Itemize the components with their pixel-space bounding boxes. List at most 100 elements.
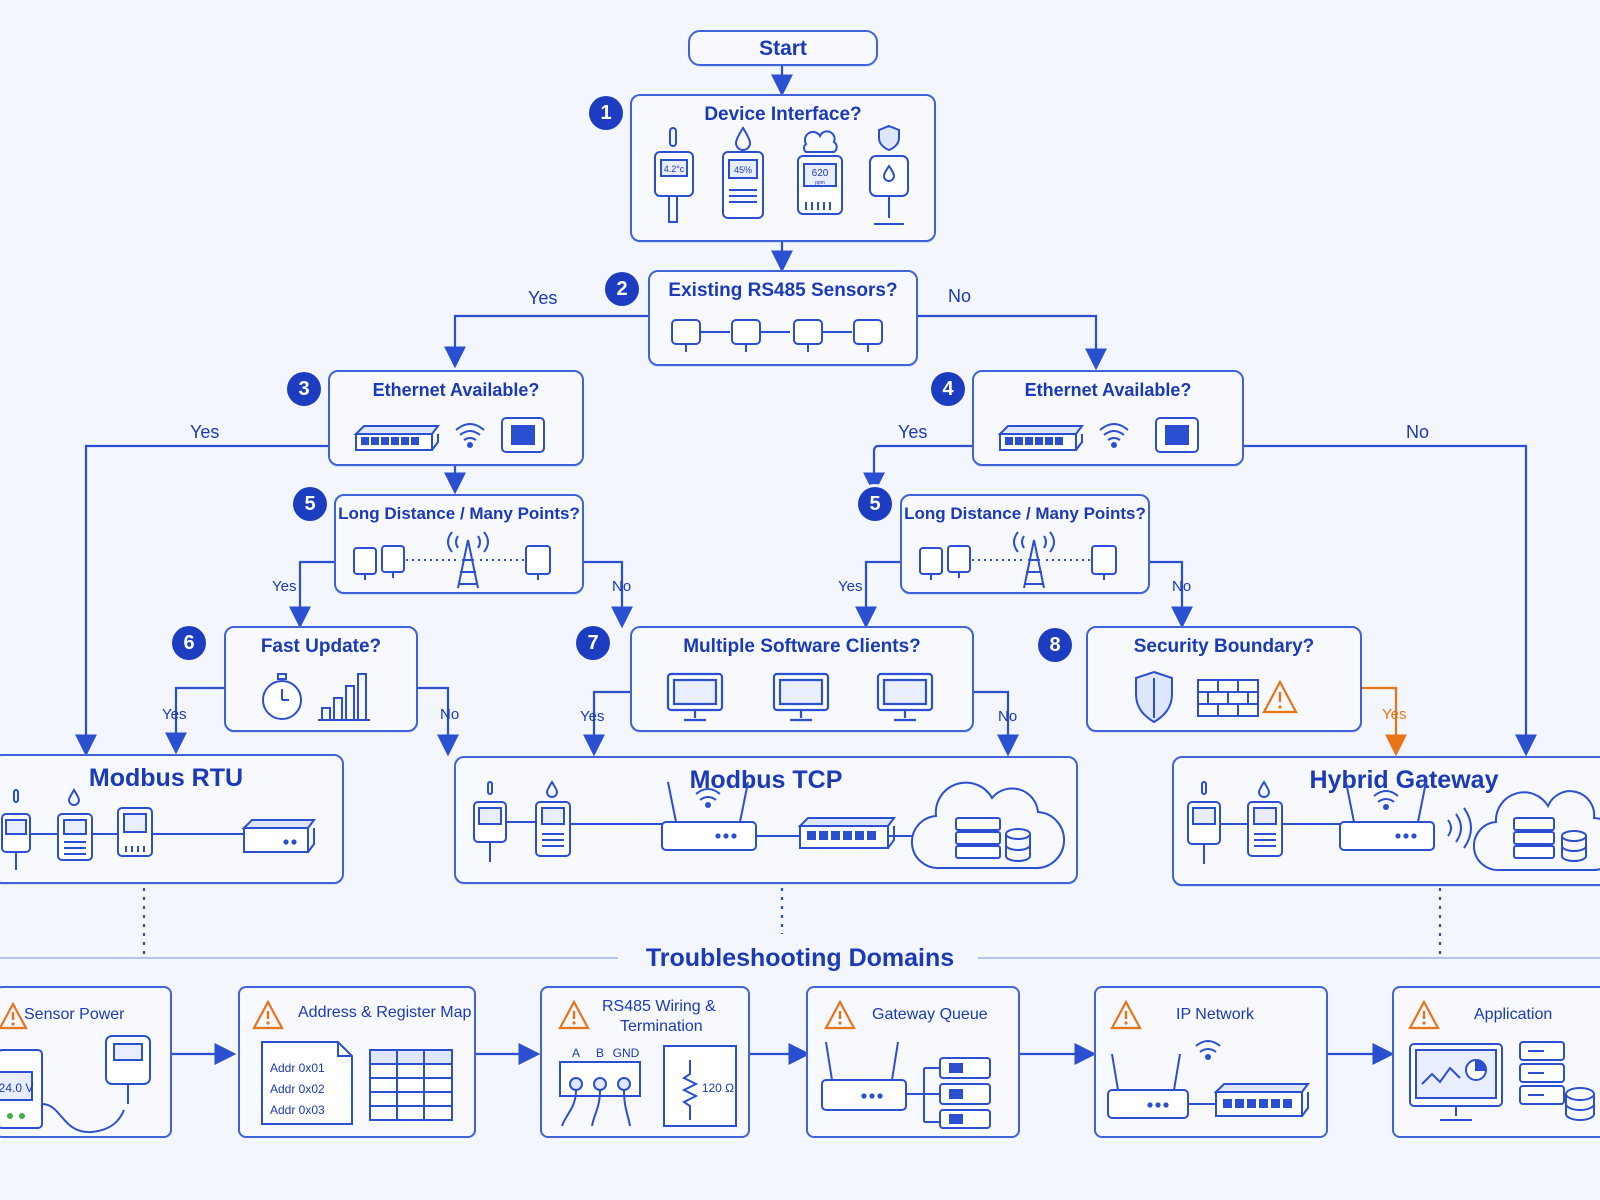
voltage-reading: 24.0 V (0, 1081, 33, 1095)
start-node: Start (688, 30, 878, 66)
warning-icon (252, 999, 284, 1030)
fast-update-node: Fast Update? (224, 626, 418, 732)
monitors-icon (666, 672, 934, 722)
long-distance-right-title: Long Distance / Many Points? (904, 504, 1146, 523)
q3-yes-label: Yes (190, 422, 220, 442)
ethernet-available-left-node: Ethernet Available? (328, 370, 584, 466)
power-supply-icon: 24.0 V (0, 1035, 151, 1134)
domain-address-register-map: Address & Register Map Addr 0x01 Addr 0x… (238, 986, 476, 1138)
step-badge-5b: 5 (858, 487, 892, 521)
switch-wifi-port-icon (353, 417, 545, 453)
q6-no-label: No (440, 706, 460, 723)
fast-update-title: Fast Update? (260, 636, 382, 657)
modbus-rtu-result: Modbus RTU (0, 754, 344, 884)
ethernet-available-right-node: Ethernet Available? (972, 370, 1244, 466)
domain-rs485-wiring-title: RS485 Wiring & (602, 998, 716, 1015)
domain-ip-network-title: IP Network (1176, 1006, 1254, 1023)
ethernet-available-left-title: Ethernet Available? (372, 380, 540, 400)
step-badge-6: 6 (172, 626, 206, 660)
stopwatch-chart-icon (262, 673, 370, 721)
resistor-value: 120 Ω (702, 1081, 734, 1095)
terminal-gnd: GND (613, 1046, 640, 1060)
q4-yes-label: Yes (898, 422, 928, 442)
step-badge-8: 8 (1038, 628, 1072, 662)
security-boundary-title: Security Boundary? (1133, 636, 1315, 657)
gateway-queue-icon (821, 1041, 991, 1129)
modbus-rtu-title: Modbus RTU (88, 764, 244, 792)
domain-sensor-power: Sensor Power 24.0 V (0, 986, 172, 1138)
q2-yes-label: Yes (528, 288, 558, 308)
humidity-reading: 45% (734, 165, 752, 175)
step-badge-2: 2 (605, 272, 639, 306)
q8-yes-label: Yes (1382, 706, 1407, 723)
rtu-devices-icon (1, 788, 316, 870)
q2-no-label: No (948, 286, 972, 306)
domain-address-register-map-title: Address & Register Map (298, 1004, 472, 1021)
q7-yes-label: Yes (580, 708, 605, 725)
existing-rs485-title: Existing RS485 Sensors? (668, 280, 898, 301)
q5b-no-label: No (1172, 578, 1192, 595)
start-label: Start (759, 37, 807, 60)
co2-reading: 620 (812, 168, 829, 179)
water-leak-sensor-icon (869, 124, 909, 225)
shield-firewall-warning-icon (1135, 670, 1298, 724)
q7-no-label: No (998, 708, 1018, 725)
step-badge-5a: 5 (293, 487, 327, 521)
co2-sensor-icon: 620 ppm (797, 130, 843, 215)
long-distance-left-node: Long Distance / Many Points? (334, 494, 584, 594)
q5b-yes-label: Yes (838, 578, 863, 595)
hybrid-gateway-title: Hybrid Gateway (1309, 766, 1499, 794)
domain-rs485-termination-title: Termination (620, 1018, 703, 1035)
domain-application: Application (1392, 986, 1600, 1138)
temperature-sensor-icon: 4.2°c (654, 127, 694, 223)
tcp-network-icon (473, 780, 1065, 870)
troubleshooting-title: Troubleshooting Domains (0, 944, 1600, 973)
ethernet-available-right-title: Ethernet Available? (1024, 380, 1192, 400)
domain-ip-network: IP Network (1094, 986, 1328, 1138)
long-distance-tower-icon (353, 531, 551, 589)
domain-application-title: Application (1474, 1006, 1553, 1023)
terminal-b: B (596, 1046, 604, 1060)
hybrid-network-icon (1187, 780, 1600, 872)
warning-icon (0, 1001, 28, 1030)
multiple-clients-node: Multiple Software Clients? (630, 626, 974, 732)
security-boundary-node: Security Boundary? (1086, 626, 1362, 732)
switch-wifi-port-icon (997, 417, 1199, 453)
q5a-yes-label: Yes (272, 578, 297, 595)
terminal-block-icon: A B GND 120 Ω (559, 1045, 737, 1127)
device-interface-node: Device Interface? 4.2°c 45% (630, 94, 936, 242)
co2-unit: ppm (815, 180, 825, 186)
register-row-3: Addr 0x03 (270, 1103, 325, 1117)
q5a-no-label: No (612, 578, 632, 595)
long-distance-left-title: Long Distance / Many Points? (338, 504, 580, 523)
q4-no-label: No (1406, 422, 1430, 442)
domain-gateway-queue: Gateway Queue (806, 986, 1020, 1138)
warning-icon (1408, 999, 1440, 1030)
register-table-icon: Addr 0x01 Addr 0x02 Addr 0x03 (261, 1041, 453, 1125)
long-distance-right-node: Long Distance / Many Points? (900, 494, 1150, 594)
q6-yes-label: Yes (162, 706, 187, 723)
hybrid-gateway-result: Hybrid Gateway (1172, 756, 1600, 886)
register-row-1: Addr 0x01 (270, 1061, 325, 1075)
register-row-2: Addr 0x02 (270, 1082, 325, 1096)
warning-icon (824, 999, 856, 1030)
troubleshooting-title-text: Troubleshooting Domains (627, 944, 973, 972)
modbus-tcp-title: Modbus TCP (689, 766, 843, 794)
warning-icon (558, 999, 590, 1030)
domain-rs485-wiring: RS485 Wiring & Termination A B GND 120 Ω (540, 986, 750, 1138)
step-badge-3: 3 (287, 372, 321, 406)
step-badge-4: 4 (931, 372, 965, 406)
domain-gateway-queue-title: Gateway Queue (872, 1006, 988, 1023)
application-dashboard-icon (1409, 1041, 1595, 1121)
step-badge-7: 7 (576, 626, 610, 660)
device-interface-title: Device Interface? (704, 104, 862, 125)
existing-rs485-node: Existing RS485 Sensors? (648, 270, 918, 366)
domain-sensor-power-title: Sensor Power (24, 1006, 125, 1023)
step-badge-1: 1 (589, 96, 623, 130)
humidity-sensor-icon: 45% (722, 126, 764, 219)
ip-network-icon (1107, 1040, 1310, 1119)
rs485-sensor-chain-icon (671, 319, 883, 352)
modbus-tcp-result: Modbus TCP (454, 756, 1078, 884)
